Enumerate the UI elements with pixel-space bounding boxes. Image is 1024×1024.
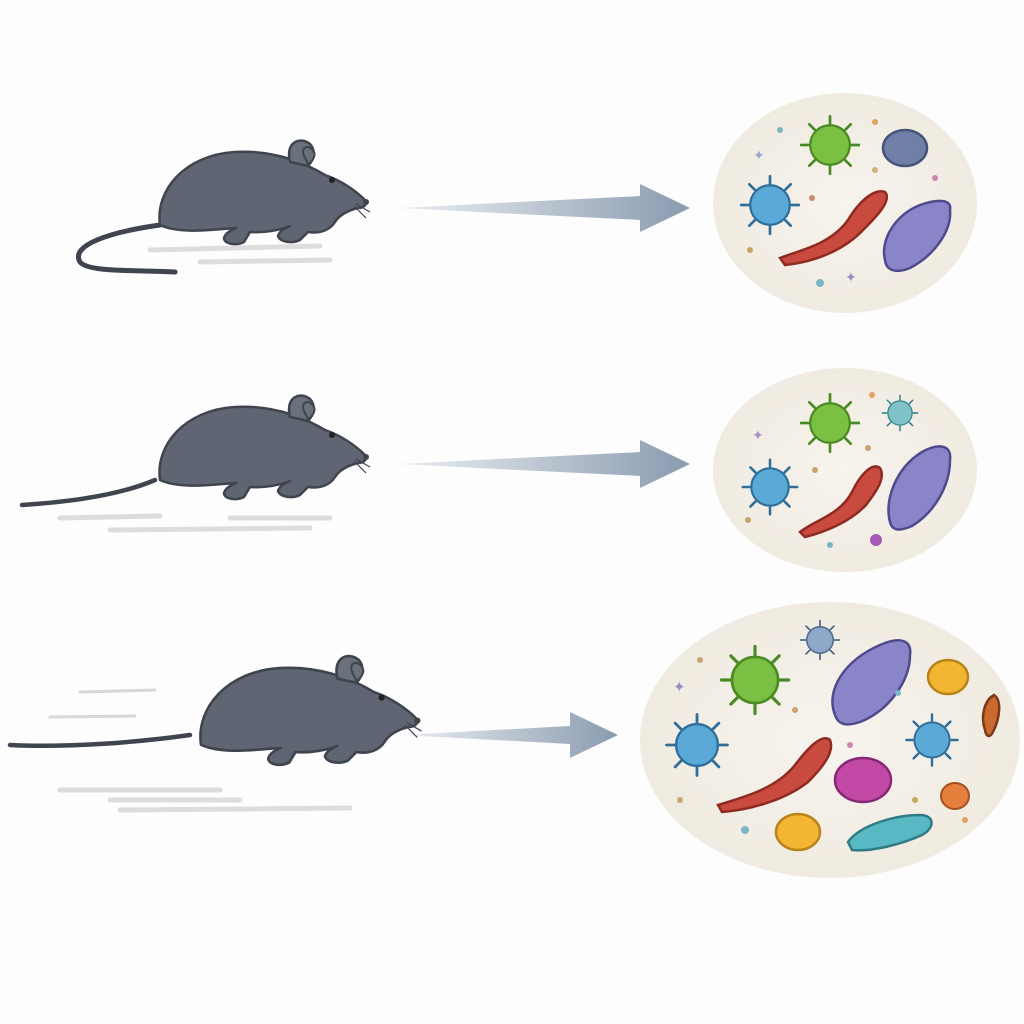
particle-dot (747, 247, 753, 253)
particle-dot (872, 119, 878, 125)
small-star-icon: ✦ (753, 148, 765, 164)
spiky-bacterium-icon (846, 813, 933, 852)
particle-dot (816, 279, 824, 287)
small-star-icon: ✦ (673, 678, 686, 696)
virus-icon (799, 392, 861, 454)
microbiome-bubble: ✦ (640, 602, 1020, 878)
mouse-tail (19, 477, 158, 508)
rod-bacterium-icon (716, 737, 833, 814)
particle-dot (697, 657, 703, 663)
motion-shadow (57, 513, 333, 533)
microbiome-bubble: ✦ (713, 368, 977, 572)
particle-dot (812, 467, 818, 473)
mouse-icon (158, 139, 372, 246)
virus-icon (719, 644, 791, 716)
particle-dot (869, 392, 875, 398)
rod-bacterium-icon (798, 465, 883, 539)
row-moving: ✦ (19, 368, 977, 572)
arrow-icon (398, 184, 690, 232)
mouse-tail (76, 222, 178, 275)
blob-icon (881, 128, 929, 168)
row-resting: ✦ ✦ (76, 93, 977, 313)
mouse-tail (7, 732, 193, 749)
spiky-bacterium-icon (882, 199, 952, 272)
mouse-icon (158, 394, 372, 501)
virus-icon (881, 394, 919, 432)
motion-shadow (57, 787, 353, 813)
particle-dot (895, 690, 901, 696)
small-star-icon: ✦ (845, 270, 857, 286)
coccus-icon (940, 782, 970, 810)
virus-icon (799, 619, 841, 661)
particle-dot (827, 542, 833, 548)
particle-dot (847, 742, 853, 748)
particle-dot (870, 534, 882, 546)
spiky-bacterium-icon (831, 639, 912, 726)
microbiome-bubble: ✦ ✦ (713, 93, 977, 313)
arrow-icon (402, 712, 618, 758)
particle-dot (745, 517, 751, 523)
rod-bacterium-icon (778, 189, 888, 267)
motion-shadow (147, 243, 333, 265)
particle-dot (677, 797, 683, 803)
virus-icon (799, 114, 861, 176)
virus-icon (739, 174, 801, 236)
particle-dot (865, 445, 871, 451)
spiky-bacterium-icon (887, 445, 952, 531)
particle-dot (792, 707, 798, 713)
coccus-icon (774, 812, 822, 852)
particle-dot (912, 797, 918, 803)
rod-bacterium-icon (981, 693, 1001, 738)
arrow-icon (398, 440, 690, 488)
virus-icon (741, 458, 799, 516)
particle-dot (872, 167, 878, 173)
particle-dot (741, 826, 749, 834)
virus-icon (665, 713, 729, 777)
coccus-icon (926, 658, 970, 696)
particle-dot (962, 817, 968, 823)
particle-dot (809, 195, 815, 201)
row-running: ✦ (7, 602, 1020, 878)
small-star-icon: ✦ (752, 428, 764, 444)
virus-icon (905, 713, 959, 767)
speed-lines (48, 688, 157, 719)
particle-dot (777, 127, 783, 133)
mouse-icon (199, 654, 423, 767)
particle-dot (932, 175, 938, 181)
blob-icon (833, 756, 893, 804)
